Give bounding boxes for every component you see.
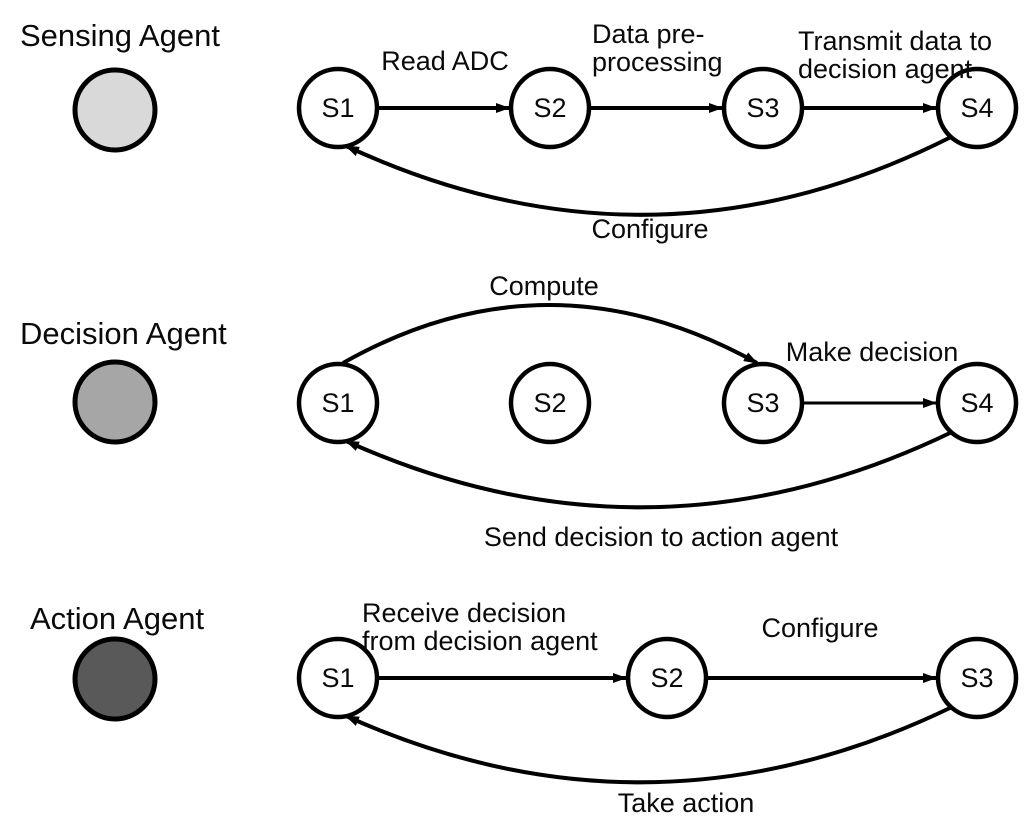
sensing-label-data-pre-line2: processing (592, 47, 723, 77)
decision-state-s1-label: S1 (321, 388, 354, 418)
sensing-label-data-pre-line1: Data pre- (592, 19, 705, 49)
action-state-s1 (296, 636, 380, 720)
action-agent-title: Action Agent (30, 601, 204, 636)
action-label-configure: Configure (761, 613, 878, 643)
sensing-label-transmit-line1: Transmit data to (798, 26, 992, 56)
sensing-agent-title: Sensing Agent (20, 18, 220, 53)
action-state-s1-label: S1 (321, 663, 354, 693)
sensing-label-configure: Configure (591, 214, 708, 244)
sensing-arrow-s4-s1-configure (345, 135, 952, 217)
sensing-state-s4 (935, 66, 1019, 150)
decision-state-s2 (508, 361, 592, 445)
decision-arrow-s1-s3-compute (342, 303, 758, 365)
sensing-agent-swatch (72, 67, 158, 153)
decision-agent-title: Decision Agent (20, 316, 227, 351)
decision-agent-swatch (72, 359, 158, 445)
sensing-label-read-adc: Read ADC (381, 46, 509, 76)
sensing-state-s1 (296, 66, 380, 150)
decision-state-s2-label: S2 (533, 388, 566, 418)
action-label-take-action: Take action (618, 788, 755, 818)
decision-state-s3-label: S3 (746, 388, 779, 418)
decision-label-make-decision: Make decision (786, 337, 959, 367)
sensing-state-s1-label: S1 (321, 93, 354, 123)
decision-state-s4 (935, 361, 1019, 445)
decision-state-s1 (296, 361, 380, 445)
decision-label-send-decision: Send decision to action agent (484, 522, 839, 552)
decision-arrow-s4-s1-send (345, 430, 953, 510)
action-state-s2-label: S2 (650, 663, 683, 693)
sensing-state-s3-label: S3 (746, 93, 779, 123)
decision-state-s3 (721, 361, 805, 445)
sensing-state-s4-label: S4 (960, 93, 993, 123)
sensing-state-s3 (721, 66, 805, 150)
sensing-state-s2-label: S2 (533, 93, 566, 123)
action-state-s2 (625, 636, 709, 720)
sensing-state-s2 (508, 66, 592, 150)
action-label-receive-line2: from decision agent (362, 626, 598, 656)
decision-state-s4-label: S4 (960, 388, 993, 418)
action-label-receive-line1: Receive decision (362, 598, 566, 628)
action-arrow-s3-s1-take-action (345, 705, 953, 785)
sensing-label-transmit-line2: decision agent (798, 54, 973, 84)
action-state-s3 (935, 636, 1019, 720)
decision-label-compute: Compute (489, 271, 599, 301)
action-state-s3-label: S3 (960, 663, 993, 693)
action-agent-swatch (72, 636, 158, 722)
